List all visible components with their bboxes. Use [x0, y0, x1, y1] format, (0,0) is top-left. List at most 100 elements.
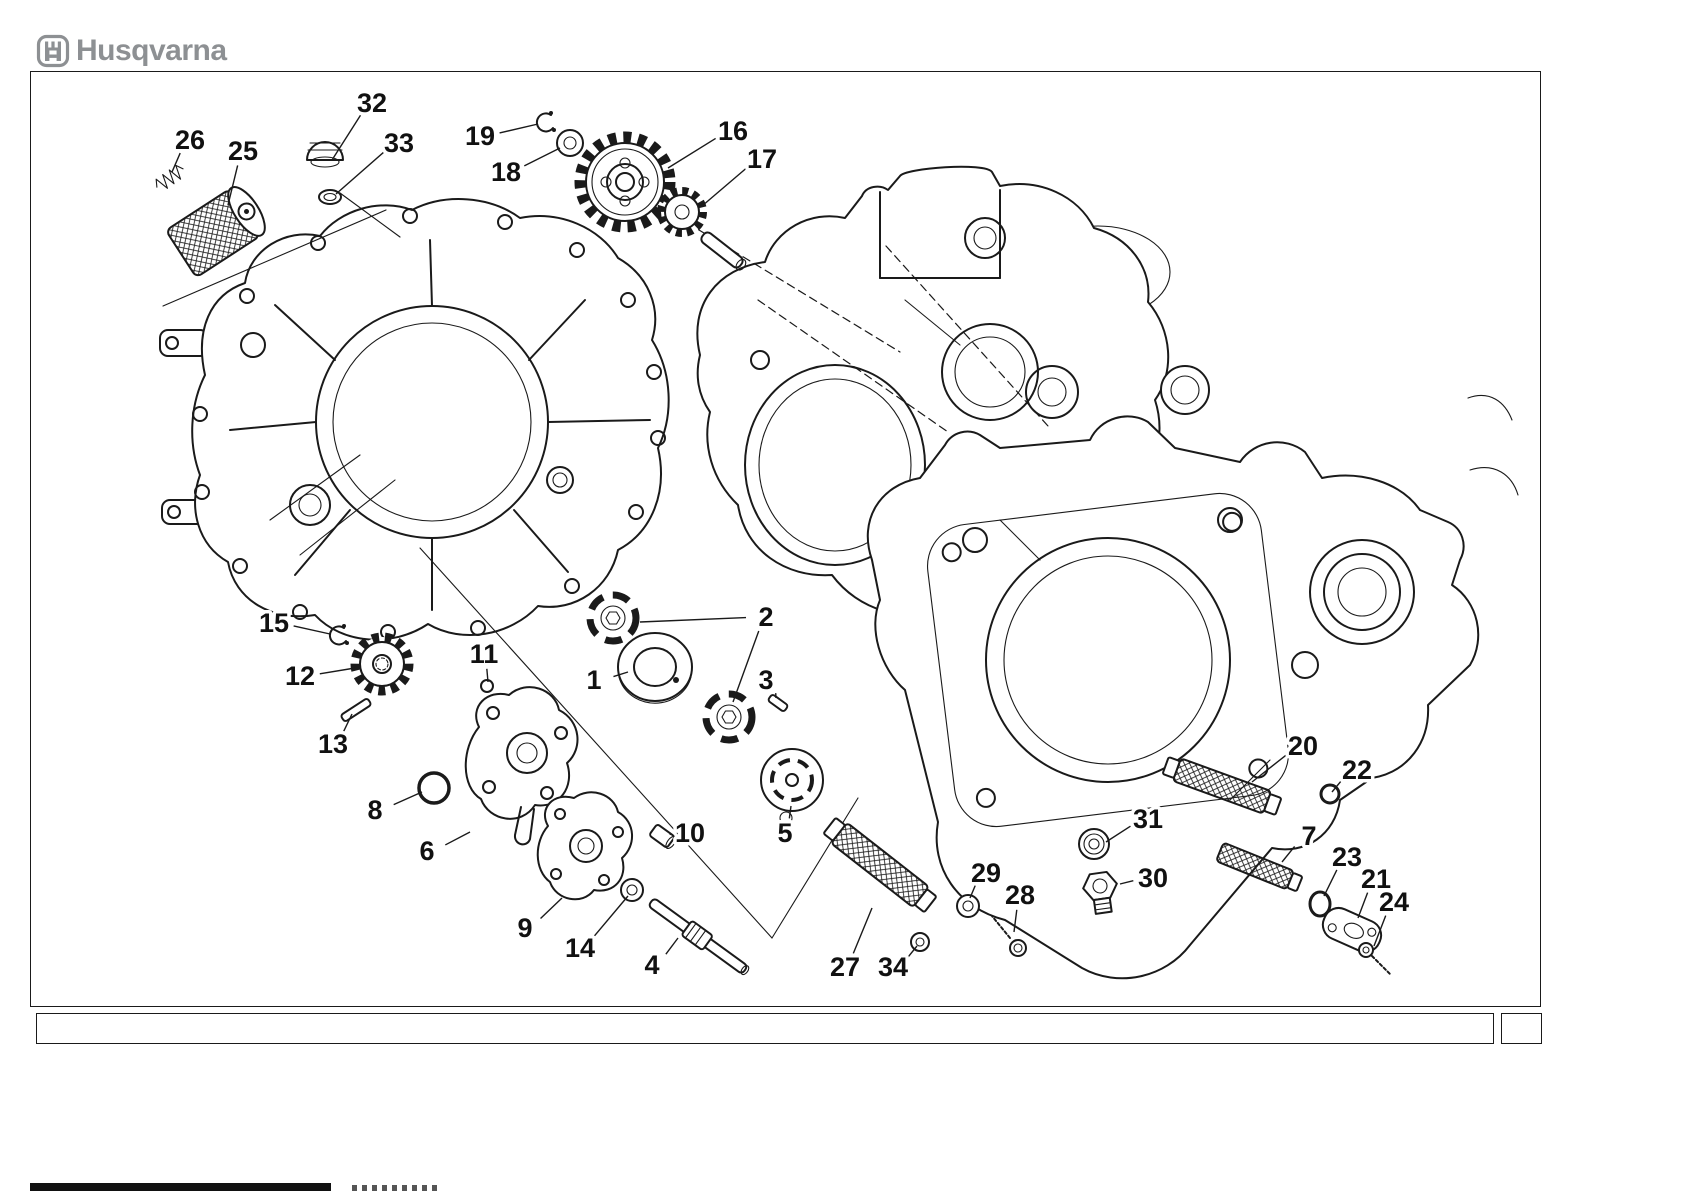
callout-15: 15: [255, 605, 331, 642]
svg-text:27: 27: [830, 952, 860, 982]
callout-34: 34: [874, 945, 918, 986]
svg-text:21: 21: [1361, 864, 1391, 894]
callout-11: 11: [466, 636, 502, 683]
svg-text:6: 6: [419, 836, 434, 866]
svg-text:24: 24: [1379, 887, 1409, 917]
callout-22: 22: [1331, 752, 1376, 793]
callout-24: 24: [1373, 884, 1413, 947]
svg-text:15: 15: [259, 608, 289, 638]
rotor-outer: [617, 632, 693, 704]
svg-text:17: 17: [747, 144, 777, 174]
callout-32: 32: [331, 85, 391, 161]
svg-text:16: 16: [718, 116, 748, 146]
callout-33: 33: [335, 125, 418, 195]
oil-pump-group: [328, 591, 824, 976]
callout-3: 3: [755, 662, 777, 699]
callout-2: 2: [639, 599, 777, 703]
svg-text:26: 26: [175, 125, 205, 155]
pump-body: [464, 686, 579, 846]
callout-16: 16: [667, 113, 752, 169]
svg-text:28: 28: [1005, 880, 1035, 910]
svg-text:18: 18: [491, 157, 521, 187]
oil-filter-cartridge: [167, 186, 266, 277]
svg-text:1: 1: [586, 665, 601, 695]
pump-cover: [536, 791, 633, 901]
svg-text:33: 33: [384, 128, 414, 158]
callout-8: 8: [364, 791, 423, 829]
callout-19: 19: [461, 118, 539, 155]
callout-28: 28: [1001, 877, 1039, 933]
callout-12: 12: [281, 658, 356, 695]
footer-box-right: [1501, 1013, 1542, 1044]
svg-text:29: 29: [971, 858, 1001, 888]
callout-5: 5: [774, 805, 796, 852]
svg-text:13: 13: [318, 729, 348, 759]
svg-text:14: 14: [565, 933, 595, 963]
callout-20: 20: [1251, 728, 1322, 783]
brand-logo: Husqvarna: [36, 34, 227, 68]
svg-text:30: 30: [1138, 863, 1168, 893]
svg-text:22: 22: [1342, 755, 1372, 785]
callout-10: 10: [669, 815, 709, 852]
callout-9: 9: [514, 897, 563, 947]
oil-hose-27: [823, 817, 937, 913]
cover-screw-24: [1358, 942, 1391, 975]
callout-18: 18: [487, 147, 561, 191]
assembly-guide-lines: [162, 192, 901, 939]
sprocket-group: [535, 111, 747, 271]
callout-14: 14: [561, 895, 629, 967]
callout-6: 6: [416, 831, 471, 870]
callout-23: 23: [1323, 839, 1366, 897]
svg-text:23: 23: [1332, 842, 1362, 872]
svg-text:32: 32: [357, 88, 387, 118]
svg-text:25: 25: [228, 136, 258, 166]
brand-name: Husqvarna: [76, 34, 227, 67]
svg-text:7: 7: [1301, 821, 1316, 851]
svg-text:34: 34: [878, 952, 908, 982]
banjo-bolt-30: [1082, 870, 1118, 915]
rotor-inner-a: [586, 591, 640, 645]
pump-shaft: [648, 898, 750, 976]
callout-1: 1: [583, 662, 629, 699]
pump-drive-sprocket: [574, 131, 676, 233]
svg-text:10: 10: [675, 818, 705, 848]
svg-text:2: 2: [758, 602, 773, 632]
crankcase-lower-drawing: [866, 394, 1519, 980]
oil-filter-group: [155, 141, 344, 277]
rotor-housing-disc: [760, 748, 824, 825]
svg-text:31: 31: [1133, 804, 1163, 834]
footer-bar: [36, 1013, 1494, 1044]
oil-hose-20: [1162, 756, 1282, 816]
callout-21: 21: [1357, 861, 1395, 919]
callout-25: 25: [224, 133, 262, 206]
svg-text:11: 11: [470, 639, 499, 669]
callout-30: 30: [1119, 860, 1172, 897]
hose-group-right: [1078, 756, 1391, 975]
hose-bolt-28: [991, 915, 1027, 957]
callout-31: 31: [1105, 801, 1167, 843]
rotor-inner-b: [702, 690, 756, 744]
svg-text:4: 4: [644, 950, 659, 980]
svg-text:5: 5: [777, 818, 792, 848]
callout-29: 29: [967, 855, 1005, 899]
callout-26: 26: [171, 122, 209, 173]
husqvarna-crown-icon: [36, 34, 70, 68]
hose-group-left: [823, 817, 1027, 957]
svg-text:3: 3: [758, 665, 773, 695]
callout-7: 7: [1281, 818, 1320, 863]
clutch-cover-drawing: [159, 198, 670, 641]
idler-gear: [657, 187, 747, 271]
oil-plug: [306, 141, 344, 168]
svg-text:9: 9: [517, 913, 532, 943]
pump-gear: [350, 632, 414, 696]
svg-text:12: 12: [285, 661, 315, 691]
diagram-border: [30, 71, 1541, 1007]
callout-13: 13: [314, 713, 353, 763]
callout-4: 4: [641, 937, 679, 984]
callout-17: 17: [701, 141, 781, 207]
svg-text:20: 20: [1288, 731, 1318, 761]
callout-27: 27: [826, 907, 873, 986]
